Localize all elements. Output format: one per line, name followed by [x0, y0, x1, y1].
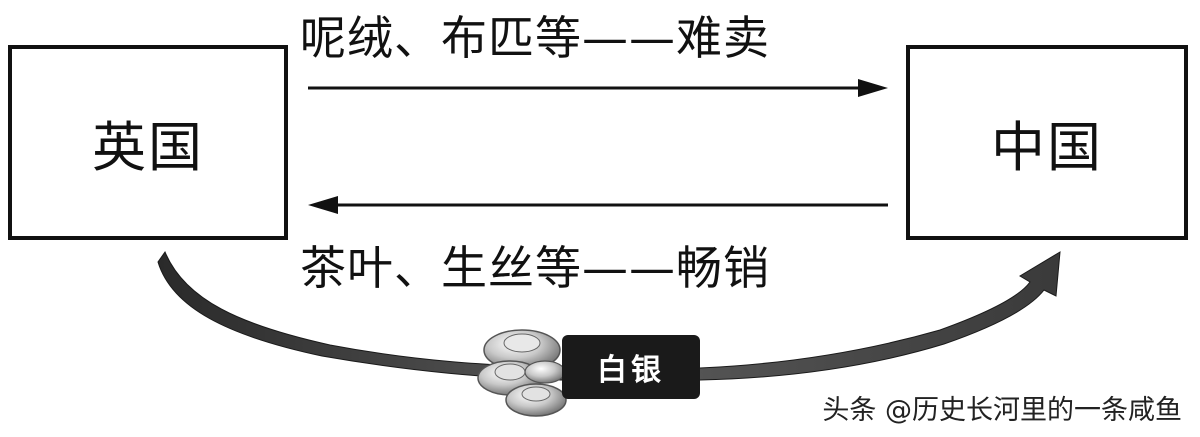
import-arrow [308, 196, 888, 214]
import-flow-label: 茶叶、生丝等——畅销 [300, 241, 770, 295]
export-flow-label: 呢绒、布匹等——难卖 [300, 11, 770, 65]
watermark-text: 头条 @历史长河里的一条咸鱼 [822, 395, 1182, 426]
britain-box: 英国 [8, 45, 288, 240]
silver-flow-arrow [157, 250, 1061, 381]
china-box: 中国 [906, 45, 1188, 240]
silver-label: 白银 [597, 353, 665, 388]
britain-label: 英国 [92, 116, 204, 179]
export-arrow [308, 79, 888, 97]
silver-badge: 白银 [562, 335, 700, 399]
china-label: 中国 [991, 116, 1103, 179]
silver-ingot-icon [477, 329, 567, 417]
